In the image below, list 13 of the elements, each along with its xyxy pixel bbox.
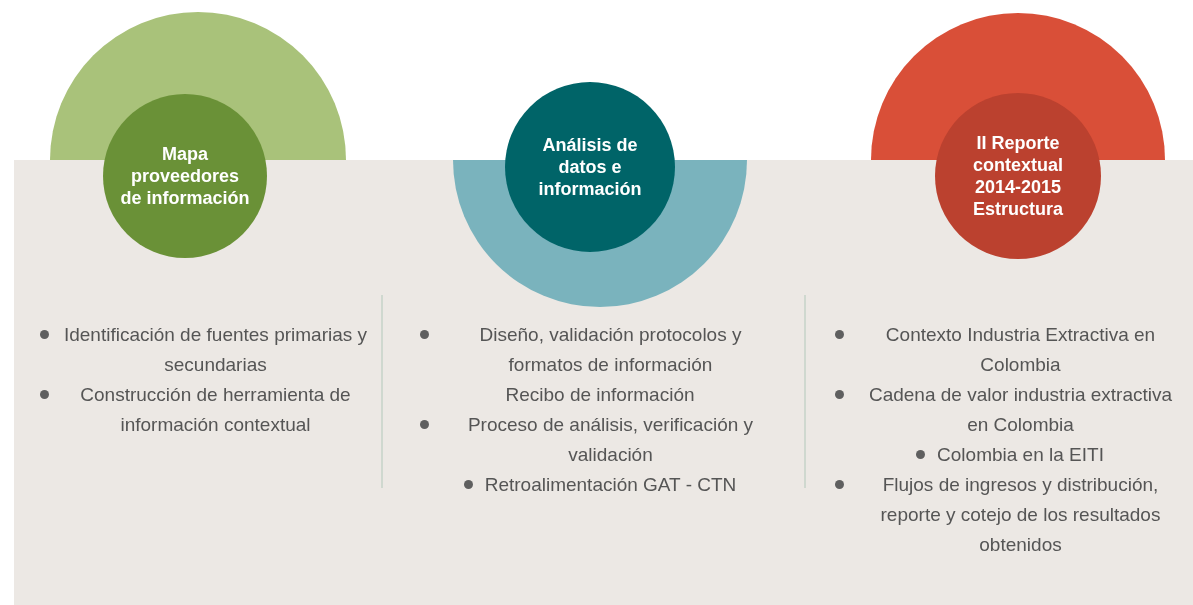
circle-title: II Reporte contextual 2014-2015 Estructura (972, 132, 1064, 220)
list-item-text: Construcción de herramienta de información contextual (79, 383, 352, 437)
list-item-text: Proceso de análisis, verificación y validación (466, 413, 755, 467)
list-item-text: Flujos de ingresos y distribución, reporte y cotejo de los resultados obtenidos (879, 473, 1162, 557)
list-item-text: Cadena de valor industria extractiva en Colombia (867, 383, 1174, 437)
list-item-text: Diseño, validación protocolos y formatos de información (478, 323, 743, 377)
circle-title: Mapa proveedores de información (119, 143, 251, 209)
list-item-text: Recibo de información (505, 383, 695, 407)
list-item-text: Colombia en la EITI (937, 443, 1104, 467)
circle-title: Análisis de datos e información (537, 134, 643, 200)
list-item-text: Contexto Industria Extractiva en Colombia (884, 323, 1157, 377)
list-item-text: Retroalimentación GAT - CTN (484, 473, 737, 497)
list-item-text: Identificación de fuentes primarias y secundarias (62, 323, 369, 377)
